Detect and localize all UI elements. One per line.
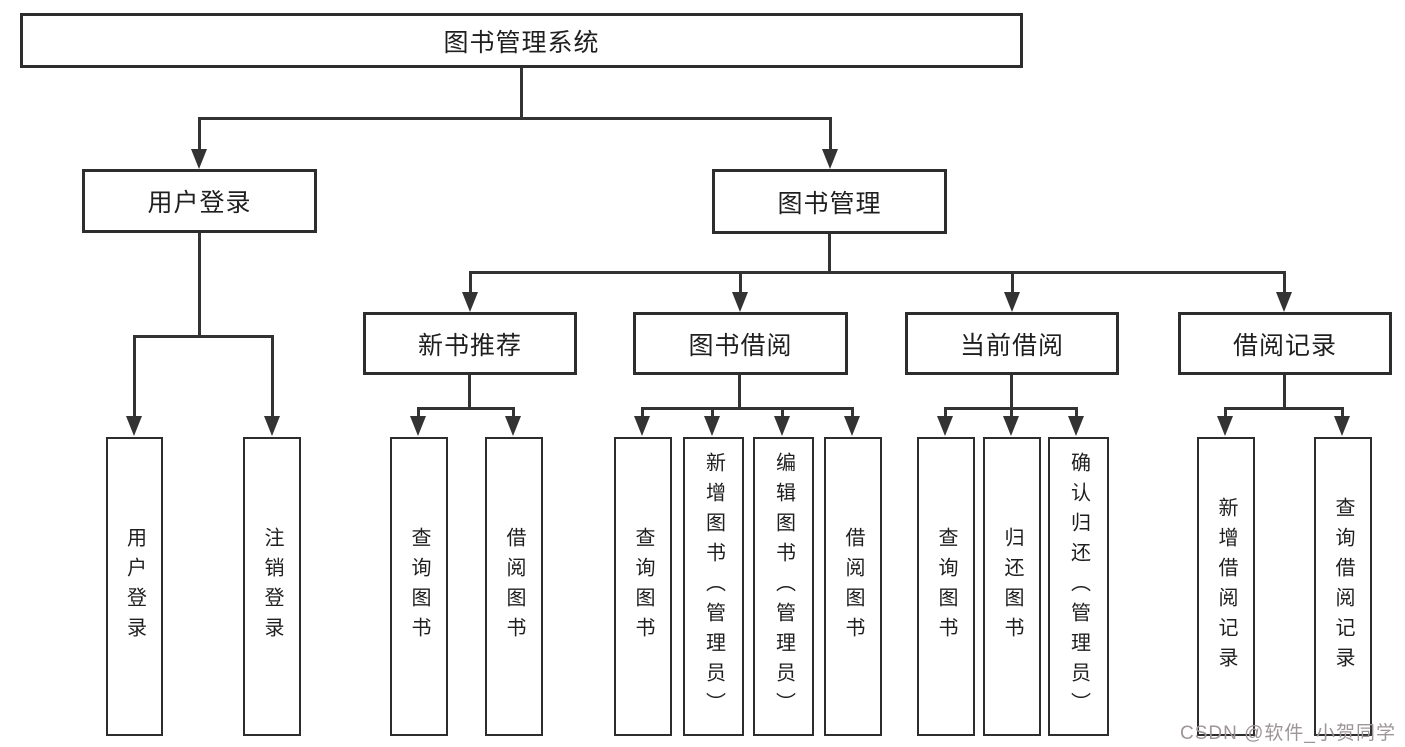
connector-bb-leaf1 xyxy=(641,407,644,419)
leaf-query-books-current: 查询图书 xyxy=(917,437,975,736)
arrowhead-nb-leaf1 xyxy=(410,416,426,436)
connector-book-borrow-split xyxy=(641,407,854,410)
node-current-borrow-label: 当前借阅 xyxy=(959,331,1064,360)
leaf-edit-books-admin: 编辑图书（管理员） xyxy=(753,437,814,736)
arrowhead-bb-leaf2 xyxy=(704,416,720,436)
arrowhead-cb-leaf1 xyxy=(937,416,953,436)
arrowhead-user-login xyxy=(191,149,207,169)
connector-to-borrow-record xyxy=(1283,271,1286,295)
arrowhead-leaf-user-login xyxy=(126,416,142,436)
connector-to-new-book xyxy=(469,271,472,295)
leaf-borrow-books-label: 借阅图书 xyxy=(842,526,864,647)
connector-level3-branch xyxy=(469,271,1286,274)
connector-br-leaf2 xyxy=(1341,407,1344,419)
leaf-query-books-recommend-label: 查询图书 xyxy=(408,526,430,647)
leaf-add-borrow-record: 新增借阅记录 xyxy=(1197,437,1255,736)
connector-new-book-stem xyxy=(468,375,471,410)
arrowhead-new-book xyxy=(462,292,478,312)
arrowhead-br-leaf1 xyxy=(1217,416,1233,436)
connector-new-book-split xyxy=(417,407,515,410)
arrowhead-cb-leaf2 xyxy=(1003,416,1019,436)
arrowhead-bb-leaf4 xyxy=(844,416,860,436)
connector-borrow-record-stem xyxy=(1283,375,1286,410)
leaf-add-books-admin-label: 新增图书（管理员） xyxy=(702,451,725,722)
connector-to-book-management xyxy=(829,117,832,151)
leaf-logout: 注销登录 xyxy=(243,437,301,736)
connector-to-user-login xyxy=(198,117,201,151)
arrowhead-bb-leaf3 xyxy=(774,416,790,436)
node-borrow-record-label: 借阅记录 xyxy=(1232,331,1337,360)
leaf-user-login: 用户登录 xyxy=(106,437,163,736)
node-book-borrow: 图书借阅 xyxy=(633,312,848,375)
node-root-library-system: 图书管理系统 xyxy=(20,13,1023,68)
arrowhead-br-leaf2 xyxy=(1334,416,1350,436)
connector-br-leaf1 xyxy=(1224,407,1227,419)
node-current-borrow: 当前借阅 xyxy=(905,312,1119,375)
connector-to-current-borrow xyxy=(1011,271,1014,295)
connector-cb-leaf1 xyxy=(944,407,947,419)
connector-to-book-borrow xyxy=(739,271,742,295)
leaf-confirm-return-admin-label: 确认归还（管理员） xyxy=(1067,451,1090,722)
leaf-add-borrow-record-label: 新增借阅记录 xyxy=(1215,496,1237,677)
leaf-user-login-label: 用户登录 xyxy=(123,526,146,647)
connector-book-management-stem xyxy=(828,234,831,274)
connector-nb-leaf1 xyxy=(417,407,420,419)
node-book-management: 图书管理 xyxy=(712,169,947,234)
arrowhead-cb-leaf3 xyxy=(1068,416,1084,436)
connector-cb-leaf2 xyxy=(1010,407,1013,419)
node-user-login: 用户登录 xyxy=(82,169,317,233)
leaf-query-borrow-record-label: 查询借阅记录 xyxy=(1332,496,1354,677)
connector-to-leaf-logout xyxy=(271,335,274,417)
leaf-return-books: 归还图书 xyxy=(983,437,1041,736)
arrowhead-current-borrow xyxy=(1004,292,1020,312)
node-borrow-record: 借阅记录 xyxy=(1178,312,1392,375)
node-book-management-label: 图书管理 xyxy=(777,189,882,218)
connector-user-login-stem xyxy=(198,233,201,338)
node-root-label: 图书管理系统 xyxy=(443,28,600,57)
arrowhead-book-management xyxy=(822,149,838,169)
leaf-borrow-books: 借阅图书 xyxy=(824,437,882,736)
connector-root-stem xyxy=(520,68,523,120)
leaf-confirm-return-admin: 确认归还（管理员） xyxy=(1048,437,1109,736)
connector-book-borrow-stem xyxy=(738,375,741,410)
connector-borrow-record-split xyxy=(1224,407,1344,410)
connector-cb-leaf3 xyxy=(1075,407,1078,419)
arrowhead-book-borrow xyxy=(732,292,748,312)
node-new-book-recommend: 新书推荐 xyxy=(363,312,577,375)
leaf-query-books-borrow-label: 查询图书 xyxy=(632,526,654,647)
node-new-book-recommend-label: 新书推荐 xyxy=(417,331,522,360)
connector-nb-leaf2 xyxy=(512,407,515,419)
connector-to-leaf-user-login xyxy=(133,335,136,417)
leaf-query-borrow-record: 查询借阅记录 xyxy=(1314,437,1372,736)
arrowhead-borrow-record xyxy=(1276,292,1292,312)
arrowhead-leaf-logout xyxy=(264,416,280,436)
arrowhead-nb-leaf2 xyxy=(505,416,521,436)
connector-bb-leaf2 xyxy=(711,407,714,419)
leaf-edit-books-admin-label: 编辑图书（管理员） xyxy=(772,451,795,722)
leaf-add-books-admin: 新增图书（管理员） xyxy=(683,437,744,736)
leaf-logout-label: 注销登录 xyxy=(261,526,283,647)
connector-bb-leaf3 xyxy=(781,407,784,419)
node-book-borrow-label: 图书借阅 xyxy=(688,331,793,360)
leaf-query-books-borrow: 查询图书 xyxy=(614,437,672,736)
connector-level2-branch xyxy=(198,117,832,120)
connector-bb-leaf4 xyxy=(851,407,854,419)
connector-user-login-split xyxy=(133,335,274,338)
connector-current-borrow-stem xyxy=(1010,375,1013,410)
leaf-borrow-books-recommend-label: 借阅图书 xyxy=(503,526,525,647)
leaf-borrow-books-recommend: 借阅图书 xyxy=(485,437,543,736)
leaf-query-books-current-label: 查询图书 xyxy=(935,526,957,647)
csdn-watermark: CSDN @软件_小贺同学 xyxy=(1180,723,1396,744)
leaf-query-books-recommend: 查询图书 xyxy=(390,437,448,736)
node-user-login-label: 用户登录 xyxy=(147,189,252,217)
leaf-return-books-label: 归还图书 xyxy=(1001,526,1023,647)
arrowhead-bb-leaf1 xyxy=(634,416,650,436)
